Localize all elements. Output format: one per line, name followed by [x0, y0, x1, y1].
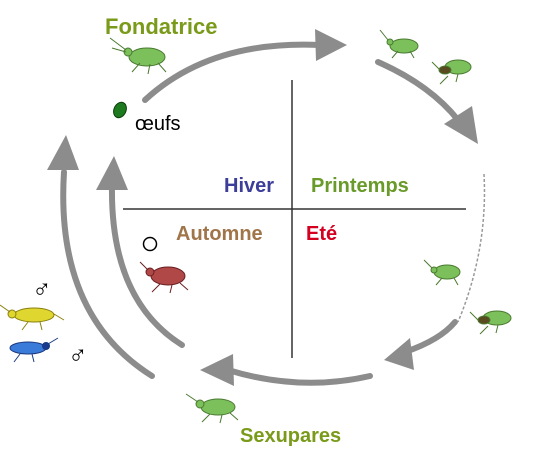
- aphid-sexupare-icon: [185, 393, 239, 424]
- eggs-label: œufs: [135, 113, 181, 135]
- cycle-arrow-top: [142, 41, 323, 103]
- aphid-autumn-red-icon: [139, 261, 189, 294]
- aphid-fondatrice-icon: [109, 37, 167, 75]
- summer-connector-dashed: [457, 173, 486, 323]
- sexupares-label: Sexupares: [240, 425, 342, 447]
- aphid-spring-1-icon: [379, 29, 419, 59]
- aphid-male-yellow-icon: [0, 304, 65, 331]
- arrowhead-bottom-right: [384, 338, 414, 370]
- cycle-arrow-left-outer: [60, 169, 155, 379]
- aphid-spring-winged-icon: [431, 59, 472, 85]
- arrowhead-left-inner: [96, 156, 128, 190]
- season-winter-label: Hiver: [224, 175, 275, 197]
- fondatrice-label: Fondatrice: [105, 14, 218, 39]
- male-symbol-icon: ♂: [32, 274, 52, 304]
- cycle-arrow-bottom: [225, 367, 373, 386]
- cycle-arrow-bottom-right: [402, 319, 458, 355]
- aphid-male-blue-icon: [9, 337, 59, 363]
- aphid-summer-winged-icon: [469, 310, 512, 335]
- season-spring-label: Printemps: [311, 175, 409, 197]
- cycle-arrow-upper-right: [375, 59, 461, 123]
- aphid-summer-1-icon: [423, 259, 461, 286]
- arrowhead-left-outer: [47, 135, 79, 170]
- arrowhead-bottom: [200, 354, 234, 386]
- cycle-arrow-left-inner: [108, 182, 185, 348]
- season-summer-label: Eté: [306, 223, 338, 245]
- female-symbol-icon: [142, 236, 158, 252]
- arrowhead-top: [315, 29, 347, 61]
- egg-icon: [113, 101, 127, 119]
- arrowhead-upper-right: [444, 106, 478, 144]
- male-symbol-icon-2: ♂: [68, 340, 88, 370]
- season-autumn-label: Automne: [176, 223, 263, 245]
